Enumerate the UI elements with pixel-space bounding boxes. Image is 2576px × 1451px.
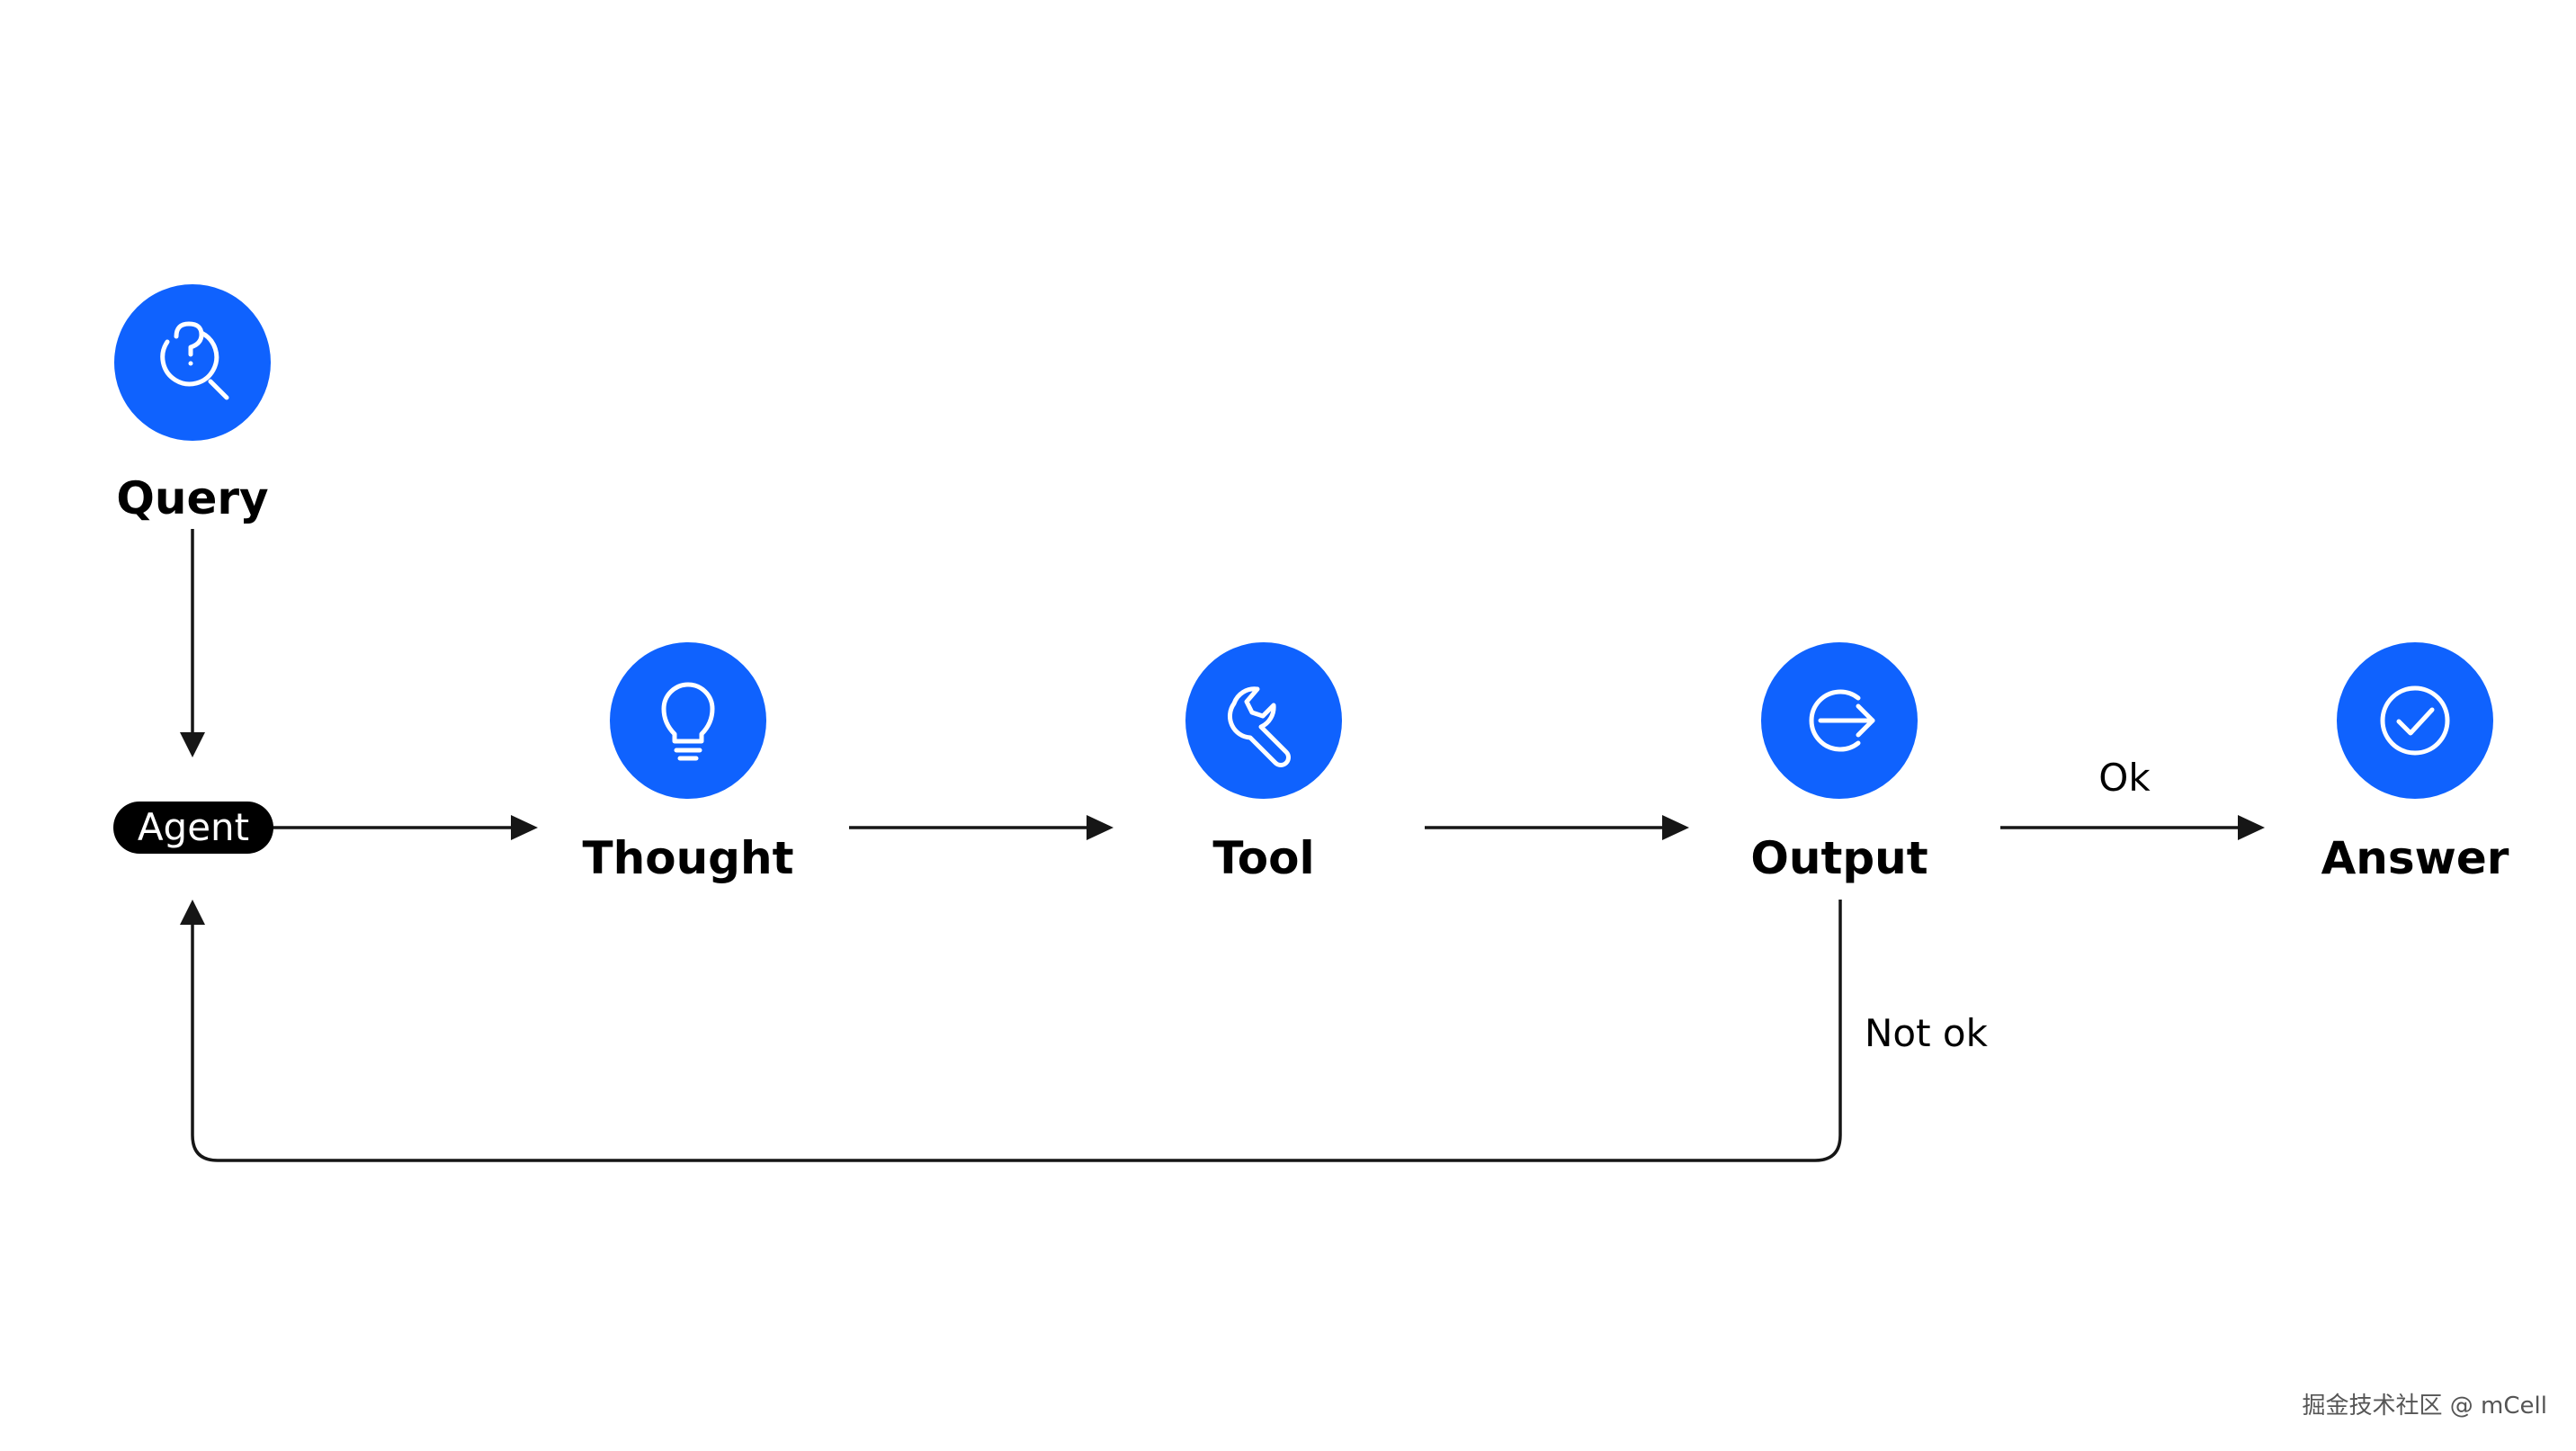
watermark: 掘金技术社区 @ mCell xyxy=(2303,1393,2547,1420)
edge-label-not-ok: Not ok xyxy=(1865,1011,1989,1055)
edges xyxy=(180,529,2265,1162)
arrowhead-tool-to-output xyxy=(1662,815,1689,840)
node-tool: Tool xyxy=(1185,642,1342,884)
node-answer: Answer xyxy=(2321,642,2509,884)
edge-label-ok: Ok xyxy=(2098,756,2151,800)
lightbulb-icon xyxy=(661,682,715,761)
node-output: Output xyxy=(1750,642,1928,884)
arrowhead-query-to-agent xyxy=(180,732,205,757)
arrowhead-thought-to-tool xyxy=(1087,815,1114,840)
agent-pill: Agent xyxy=(113,802,273,854)
arrowhead-loop-to-agent xyxy=(180,900,205,925)
node-answer-label: Answer xyxy=(2321,832,2509,884)
node-tool-label: Tool xyxy=(1212,832,1314,884)
exit-arrow-icon xyxy=(1809,689,1875,752)
arrowhead-output-to-answer xyxy=(2238,815,2265,840)
wrench-icon xyxy=(1227,686,1291,767)
node-output-label: Output xyxy=(1750,832,1928,884)
node-tool-circle xyxy=(1185,642,1342,799)
checkmark-circle-icon xyxy=(2380,685,2450,756)
agent-label: Agent xyxy=(138,805,249,849)
question-search-icon xyxy=(160,321,229,400)
edge-output-loop-to-agent xyxy=(191,900,1842,1162)
arrowhead-agent-to-thought xyxy=(511,815,538,840)
node-query: Query xyxy=(114,284,271,524)
node-query-label: Query xyxy=(116,472,268,524)
node-answer-circle xyxy=(2337,642,2493,799)
node-thought-circle xyxy=(610,642,766,799)
agent-pill-bg xyxy=(113,802,273,854)
node-thought: Thought xyxy=(583,642,794,884)
node-thought-label: Thought xyxy=(583,832,794,884)
